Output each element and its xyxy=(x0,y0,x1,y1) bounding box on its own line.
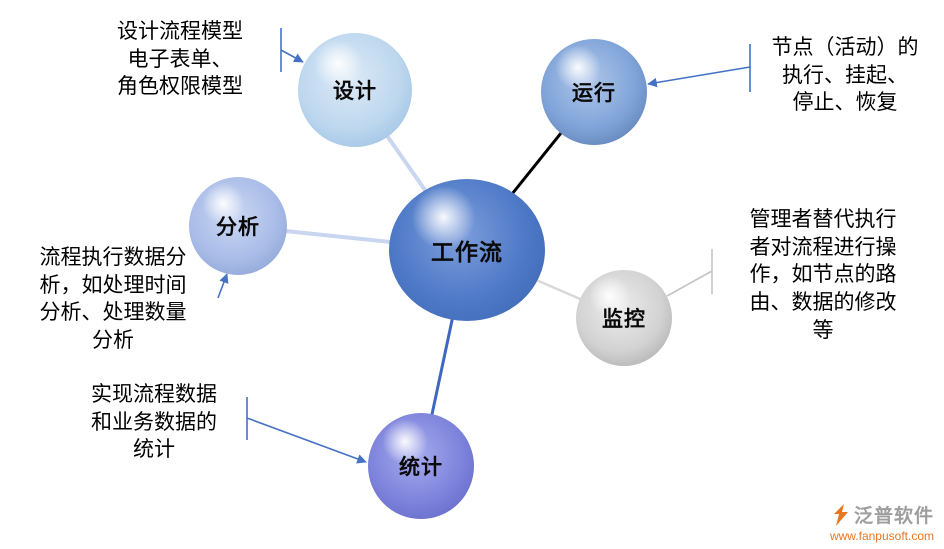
watermark: 泛普软件 www.fanpusoft.com xyxy=(830,501,934,543)
stats-callout-line xyxy=(246,417,367,464)
watermark-brand: 泛普软件 xyxy=(853,506,934,527)
run-annotation: 节点（活动）的 执行、挂起、 停止、恢复 xyxy=(771,36,919,115)
design-callout-line xyxy=(280,49,304,63)
run-callout-line xyxy=(647,66,751,88)
node-monitor-label: 监控 xyxy=(602,308,646,331)
node-analysis-label: 分析 xyxy=(216,216,260,239)
node-stats-label: 统计 xyxy=(399,456,443,479)
monitor-callout-line xyxy=(666,270,713,297)
node-workflow-label: 工作流 xyxy=(431,239,503,265)
node-analysis: 分析 xyxy=(189,177,287,275)
watermark-url: www.fanpusoft.com xyxy=(829,529,934,543)
stats-annotation: 实现流程数据 和业务数据的 统计 xyxy=(91,383,217,462)
analysis-annotation: 流程执行数据分 析，如处理时间 分析、处理数量 分析 xyxy=(39,246,187,353)
design-annotation: 设计流程模型 电子表单、 角色权限模型 xyxy=(117,20,243,99)
node-workflow-center: 工作流 xyxy=(389,179,545,321)
node-design-label: 设计 xyxy=(333,80,377,103)
node-run-label: 运行 xyxy=(572,82,616,105)
node-run: 运行 xyxy=(541,39,647,145)
analysis-callout-line xyxy=(217,273,229,299)
node-monitor: 监控 xyxy=(576,270,672,366)
fanpu-logo-icon xyxy=(833,503,848,526)
monitor-annotation: 管理者替代执行 者对流程进行操 作，如节点的路 由、数据的修改 等 xyxy=(749,208,897,342)
node-design: 设计 xyxy=(298,33,412,147)
node-stats: 统计 xyxy=(368,413,474,519)
